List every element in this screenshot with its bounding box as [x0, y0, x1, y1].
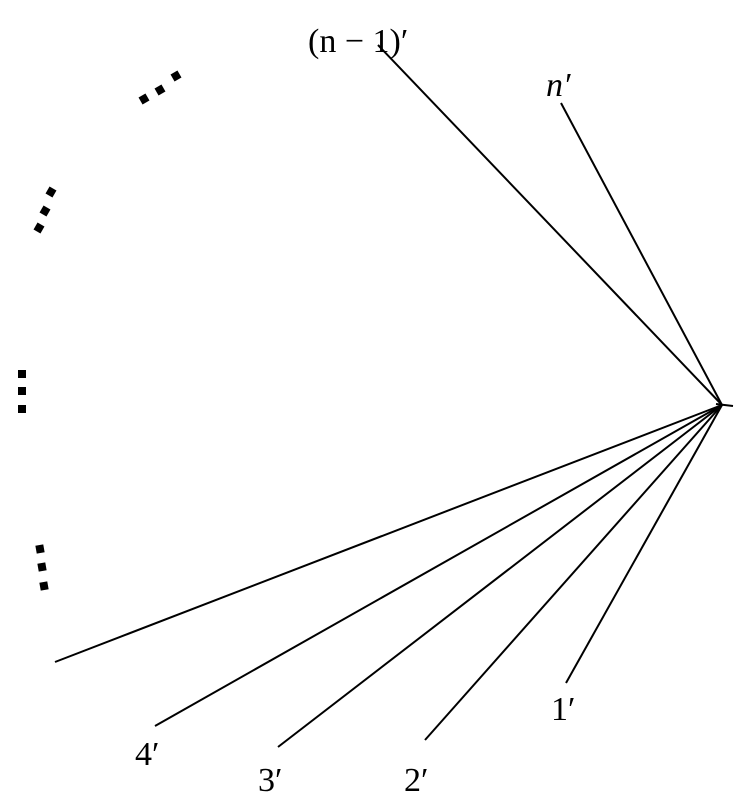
label-1: 1′: [551, 691, 575, 728]
ellipsis-dot: [33, 222, 45, 234]
ray-n-minus-1: [377, 44, 723, 406]
label-2: 2′: [404, 762, 428, 799]
label-3: 3′: [258, 762, 282, 799]
ellipsis-upper-left: [33, 186, 57, 234]
label-4: 4′: [135, 736, 159, 773]
label-n: n′: [546, 67, 571, 104]
ellipsis-left: [18, 370, 26, 413]
ellipsis-dot: [18, 405, 26, 413]
ray-4: [154, 404, 723, 727]
ray-2: [424, 404, 723, 741]
ray-unlabeled: [54, 404, 723, 663]
hub-tick: [715, 403, 734, 407]
ellipsis-dot: [37, 562, 47, 572]
ray-n: [560, 102, 723, 406]
ellipsis-dot: [154, 84, 166, 96]
ellipsis-dot: [39, 205, 51, 217]
label-n-minus-1: (n − 1)′: [308, 23, 408, 60]
ray-3: [277, 404, 723, 748]
ray-1: [565, 404, 723, 684]
ellipsis-dot: [39, 581, 49, 591]
ellipsis-dot: [138, 93, 150, 105]
ellipsis-top: [138, 70, 182, 105]
rays: [54, 44, 734, 748]
labels: (n − 1)′ n′ 1′ 2′ 3′ 4′: [135, 23, 575, 799]
ellipsis-lower-left: [35, 544, 49, 591]
ellipsis-dot: [35, 544, 45, 554]
ellipsis-dot: [18, 370, 26, 378]
ellipsis-dot: [18, 387, 26, 395]
ellipsis-dot: [170, 70, 182, 82]
ellipsis-dot: [45, 186, 57, 198]
